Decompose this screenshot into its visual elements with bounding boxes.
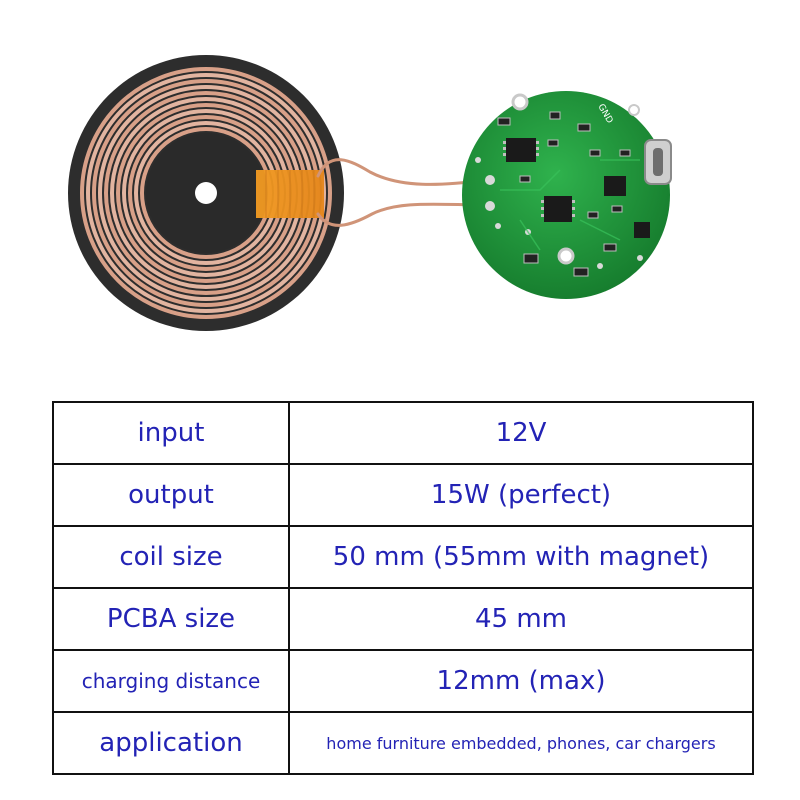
spec-label-input: input: [52, 401, 290, 465]
spec-label-output: output: [52, 463, 290, 527]
ic-chip: [604, 176, 626, 196]
product-photo: GND: [68, 55, 672, 331]
spec-label-coil-size: coil size: [52, 525, 290, 589]
pcba-board: GND: [462, 91, 672, 299]
spec-label-pcba-size: PCBA size: [52, 587, 290, 651]
table-row: PCBA size 45 mm: [52, 587, 754, 651]
spec-value-charging-distance: 12mm (max): [288, 649, 754, 713]
spec-value-application: home furniture embedded, phones, car cha…: [288, 711, 754, 775]
spec-value-input: 12V: [288, 401, 754, 465]
spec-value-coil-size: 50 mm (55mm with magnet): [288, 525, 754, 589]
pcb-disc: [462, 91, 670, 299]
spec-label-application: application: [52, 711, 290, 775]
spec-value-output: 15W (perfect): [288, 463, 754, 527]
ic-chip: [506, 138, 536, 162]
spec-table: input 12V output 15W (perfect) coil size…: [52, 401, 754, 775]
spec-value-pcba-size: 45 mm: [288, 587, 754, 651]
table-row: input 12V: [52, 401, 754, 465]
spec-label-charging-distance: charging distance: [52, 649, 290, 713]
table-row: application home furniture embedded, pho…: [52, 711, 754, 775]
table-row: charging distance 12mm (max): [52, 649, 754, 713]
ic-chip: [544, 196, 572, 222]
ic-chip: [634, 222, 650, 238]
coil-lead-wires: [316, 158, 490, 227]
coil-center-hole: [195, 182, 217, 204]
table-row: output 15W (perfect): [52, 463, 754, 527]
wireless-coil: [68, 55, 344, 331]
table-row: coil size 50 mm (55mm with magnet): [52, 525, 754, 589]
